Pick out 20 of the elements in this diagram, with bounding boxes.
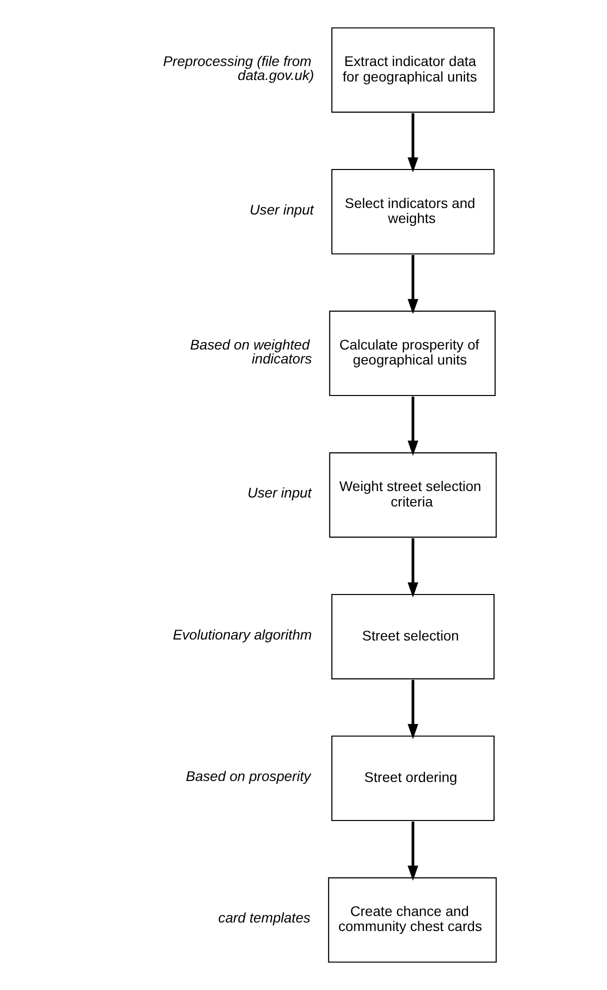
node-box: Extract indicator data for geographical units (330, 27, 494, 113)
arrow (407, 680, 418, 740)
arrow (407, 113, 418, 173)
node-label: User input (249, 201, 314, 218)
node-box: Calculate prosperity of geographical units (328, 310, 496, 396)
node-box: Street ordering (330, 736, 494, 822)
node-box: Weight street selection criteria (328, 452, 496, 538)
node-label: User input (247, 484, 312, 501)
arrow (407, 254, 418, 314)
arrow (407, 822, 418, 881)
node-box: Select indicators and weights (330, 168, 494, 254)
node-label: Preprocessing (file from data.gov.uk) (162, 53, 314, 84)
node-label: Evolutionary algorithm (172, 626, 312, 642)
node-label: Based on prosperity (185, 768, 310, 784)
node-box: Street selection (330, 594, 494, 680)
arrow (407, 538, 418, 598)
node-label: card templates (218, 910, 310, 926)
node-box: Create chance and community chest cards (328, 877, 496, 963)
node-label: Based on weighted indicators (190, 336, 312, 367)
arrow (407, 396, 418, 456)
